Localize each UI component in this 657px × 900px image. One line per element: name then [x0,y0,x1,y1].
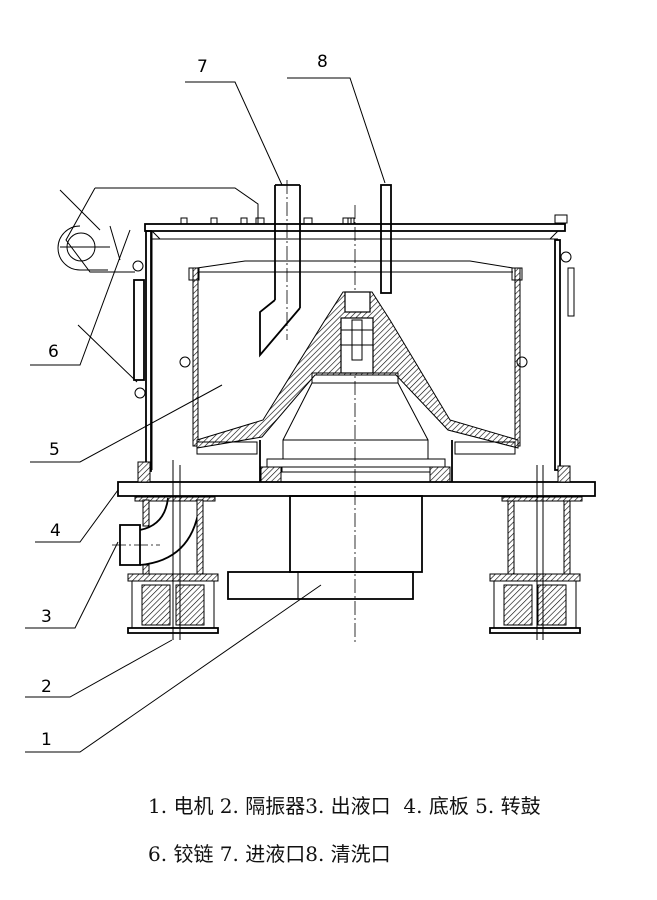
label-6: 6 [48,342,59,362]
caption-line-2: 6. 铰链 7. 进液口8. 清洗口 [148,842,391,866]
label-5: 5 [49,440,60,460]
motor [227,495,423,600]
base-bolt [137,461,151,483]
drum [179,260,528,455]
right-isolator [489,465,583,640]
base-plate [117,481,596,497]
wash-pipe [380,184,392,294]
label-7: 7 [197,57,208,77]
caption-line-1: 1. 电机 2. 隔振器3. 出液口 4. 底板 5. 转鼓 [148,794,541,818]
top-cover [144,214,568,240]
base-bolt [557,465,571,483]
label-2: 2 [41,677,52,697]
leader-lines [25,77,386,753]
feed-pipe [259,180,301,358]
label-8: 8 [317,52,328,72]
label-3: 3 [41,607,52,627]
label-4: 4 [50,521,61,541]
left-isolator [127,460,219,640]
bearing-hub [259,439,453,483]
label-1: 1 [41,730,52,750]
